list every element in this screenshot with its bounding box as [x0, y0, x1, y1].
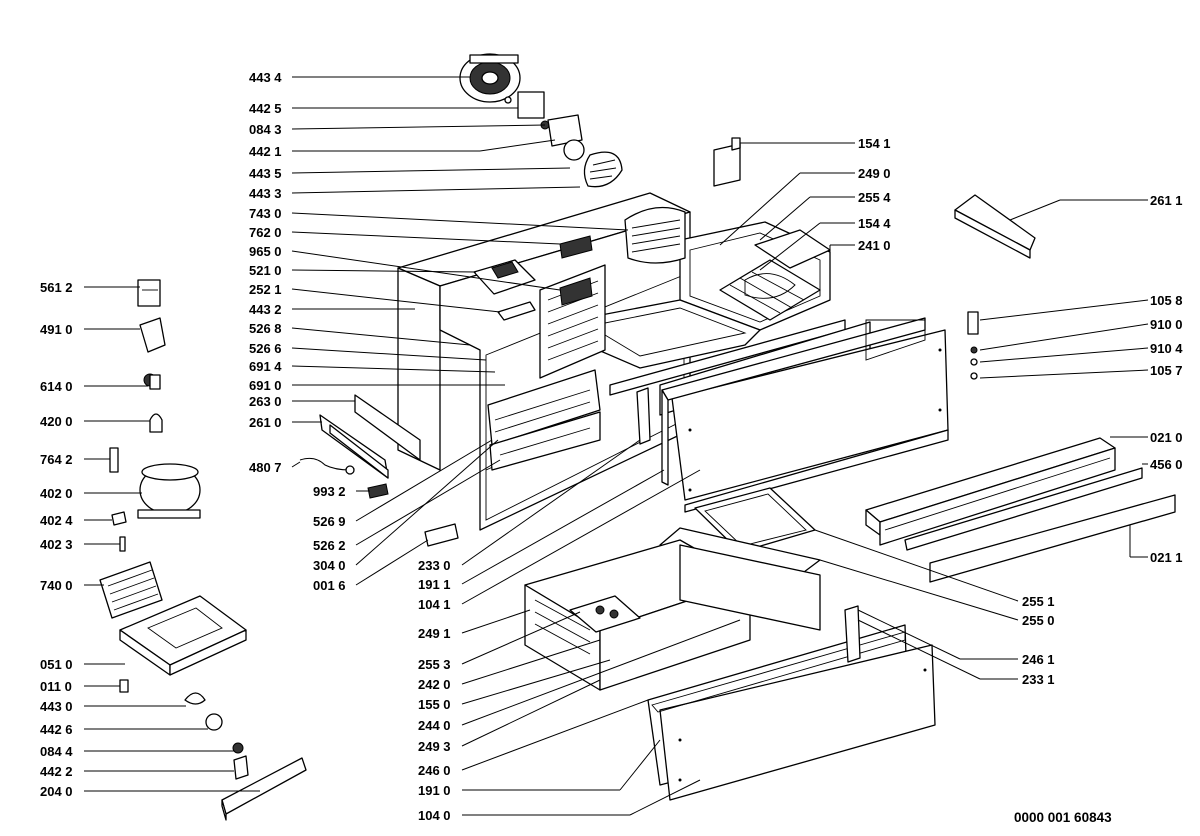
- part-label: 691 0: [249, 378, 282, 393]
- part-label: 105 7: [1150, 363, 1183, 378]
- part-label: 420 0: [40, 414, 73, 429]
- part-label: 443 4: [249, 70, 282, 85]
- part-label: 246 0: [418, 763, 451, 778]
- small-part-9932: [367, 483, 389, 499]
- part-label: 526 6: [249, 341, 282, 356]
- control-board: [473, 259, 536, 321]
- part-label: 526 9: [313, 514, 346, 529]
- part-label: 442 5: [249, 101, 282, 116]
- part-label: 084 3: [249, 122, 282, 137]
- part-label: 402 0: [40, 486, 73, 501]
- document-number: 0000 001 60843: [1014, 810, 1112, 825]
- part-label: 456 0: [1150, 457, 1183, 472]
- part-label: 993 2: [313, 484, 346, 499]
- part-label: 244 0: [418, 718, 451, 733]
- part-label: 255 4: [858, 190, 891, 205]
- fan-grill: [624, 206, 686, 264]
- part-label: 255 0: [1022, 613, 1055, 628]
- lower-hinge: [844, 605, 861, 663]
- part-label: 691 4: [249, 359, 282, 374]
- handle-upper: [865, 437, 1116, 546]
- leader-lines: [84, 76, 1149, 816]
- part-label: 743 0: [249, 206, 282, 221]
- part-label: 255 3: [418, 657, 451, 672]
- part-labels-center-bottom: 526 9 526 2 304 0 001 6 233 0 191 1 104 …: [313, 514, 451, 823]
- part-label: 443 5: [249, 166, 282, 181]
- part-label: 443 2: [249, 302, 282, 317]
- vent-grills: [559, 235, 593, 306]
- part-label: 154 1: [858, 136, 891, 151]
- fan-assembly: [459, 53, 623, 188]
- part-label: 104 1: [418, 597, 451, 612]
- part-label: 965 0: [249, 244, 282, 259]
- lower-drawer: [524, 539, 821, 691]
- part-label: 526 8: [249, 321, 282, 336]
- part-labels-upper-left: 443 4 442 5 084 3 442 1 443 5 443 3 743 …: [249, 70, 346, 499]
- part-label: 191 1: [418, 577, 451, 592]
- part-label: 762 0: [249, 225, 282, 240]
- part-label: 249 0: [858, 166, 891, 181]
- part-label: 021 0: [1150, 430, 1183, 445]
- lower-shelf-frame: [659, 487, 821, 576]
- part-label: 491 0: [40, 322, 73, 337]
- left-column-parts: [99, 279, 307, 821]
- part-label: 204 0: [40, 784, 73, 799]
- part-labels-left-column: 561 2 491 0 614 0 420 0 764 2 402 0 402 …: [40, 280, 73, 799]
- part-label: 154 4: [858, 216, 891, 231]
- part-label: 614 0: [40, 379, 73, 394]
- part-label: 443 3: [249, 186, 282, 201]
- part-labels-right: 154 1 249 0 255 4 154 4 241 0 261 1 105 …: [858, 136, 1183, 687]
- trim-strip: [904, 467, 1143, 551]
- part-label: 561 2: [40, 280, 73, 295]
- part-label: 191 0: [418, 783, 451, 798]
- part-label: 740 0: [40, 578, 73, 593]
- part-label: 442 6: [40, 722, 73, 737]
- part-label: 443 0: [40, 699, 73, 714]
- part-label: 155 0: [418, 697, 451, 712]
- part-label: 910 0: [1150, 317, 1183, 332]
- cable: [299, 457, 355, 475]
- lamp-cover: [713, 137, 741, 187]
- part-label: 261 0: [249, 415, 282, 430]
- part-label: 241 0: [858, 238, 891, 253]
- part-label: 304 0: [313, 558, 346, 573]
- part-label: 001 6: [313, 578, 346, 593]
- part-label: 526 2: [313, 538, 346, 553]
- part-label: 249 1: [418, 626, 451, 641]
- part-label: 084 4: [40, 744, 73, 759]
- side-rails: [319, 394, 421, 479]
- part-label: 252 1: [249, 282, 282, 297]
- bracket-0016: [424, 523, 459, 547]
- right-rail: [954, 194, 1036, 259]
- small-screws: [967, 311, 979, 380]
- hinge-bracket: [636, 387, 651, 445]
- part-label: 263 0: [249, 394, 282, 409]
- part-label: 402 4: [40, 513, 73, 528]
- part-label: 249 3: [418, 739, 451, 754]
- upper-gasket: [661, 317, 926, 486]
- part-label: 261 1: [1150, 193, 1183, 208]
- wire-basket: [719, 229, 831, 321]
- lower-door: [647, 624, 936, 801]
- part-label: 521 0: [249, 263, 282, 278]
- part-label: 910 4: [1150, 341, 1183, 356]
- part-label: 402 3: [40, 537, 73, 552]
- handle-lower: [929, 494, 1176, 583]
- part-label: 011 0: [40, 679, 72, 694]
- part-label: 104 0: [418, 808, 451, 823]
- part-label: 021 1: [1150, 550, 1183, 565]
- part-label: 442 1: [249, 144, 282, 159]
- part-label: 105 8: [1150, 293, 1183, 308]
- part-label: 442 2: [40, 764, 73, 779]
- part-label: 480 7: [249, 460, 282, 475]
- part-label: 764 2: [40, 452, 73, 467]
- part-label: 246 1: [1022, 652, 1055, 667]
- part-label: 051 0: [40, 657, 73, 672]
- part-label: 242 0: [418, 677, 451, 692]
- part-label: 255 1: [1022, 594, 1055, 609]
- part-label: 233 1: [1022, 672, 1055, 687]
- part-label: 233 0: [418, 558, 451, 573]
